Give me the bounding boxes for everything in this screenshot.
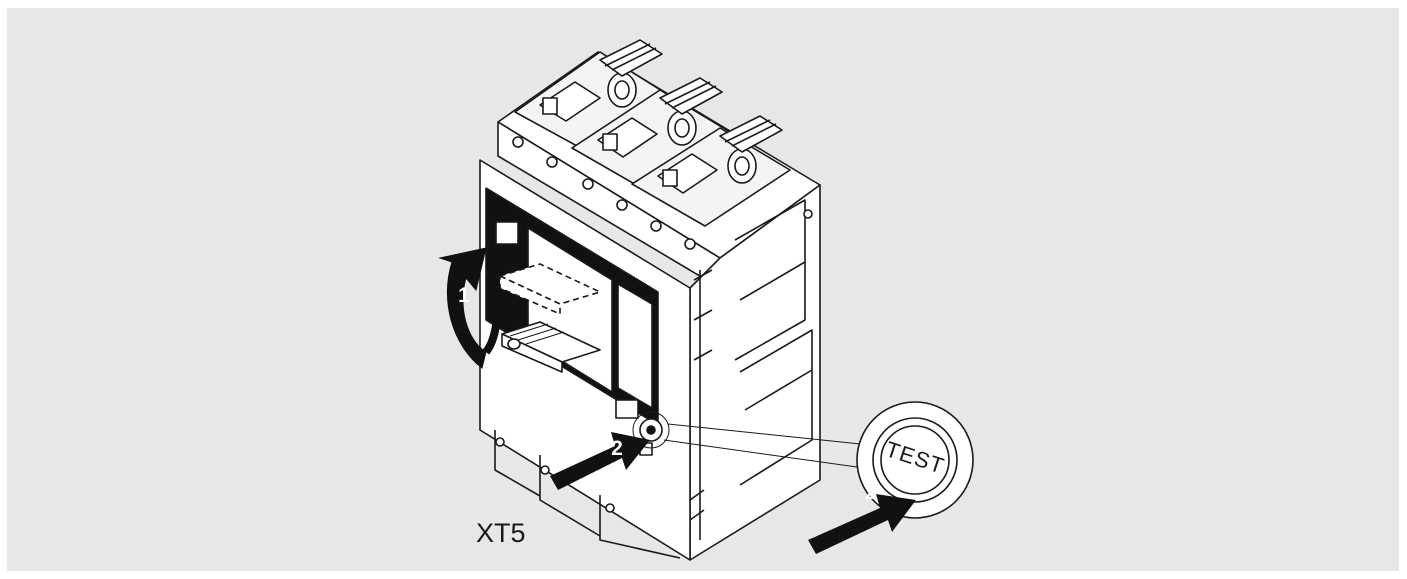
operating-handle-reset-position: [499, 263, 601, 315]
terminal-screws: [512, 136, 696, 250]
rotation-arrow-step-1: [438, 247, 502, 369]
circuit-breaker: [479, 39, 821, 561]
indicator-square-bottom: [615, 399, 639, 419]
trip-unit-window: [617, 283, 653, 409]
push-arrow-step-2-device: [550, 432, 650, 490]
terminal-pole-right: [631, 115, 791, 227]
operating-handle: [501, 321, 601, 373]
breaker-side-panel: [689, 184, 821, 561]
push-arrow-step-2-detail: [808, 494, 916, 554]
indicator-square-top: [495, 221, 519, 245]
detail-callout-lines: [632, 411, 871, 469]
test-button-detail: [856, 401, 974, 519]
step-label-2-device: 2: [611, 437, 623, 460]
model-label: XT5: [476, 518, 526, 548]
terminal-pole-middle: [571, 77, 731, 191]
side-panel-details: [693, 199, 813, 540]
bottom-terminals: [494, 430, 705, 559]
terminal-pole-left: [514, 39, 671, 153]
step-label-2-detail: 2: [865, 481, 877, 504]
step-label-1: 1: [458, 284, 470, 307]
